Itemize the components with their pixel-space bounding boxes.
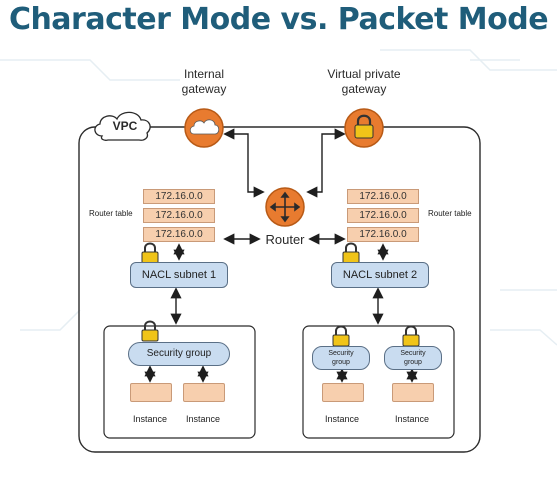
security-group-3-lock-icon <box>402 325 420 347</box>
left-route-row-1: 172.16.0.0 <box>143 189 215 204</box>
subnet-1-box <box>103 325 256 439</box>
security-group-3: Security group <box>384 346 442 370</box>
security-group-2: Security group <box>312 346 370 370</box>
connectors <box>144 128 418 383</box>
vpg-label: Virtual private gateway <box>312 67 416 97</box>
nacl-subnet-2: NACL subnet 2 <box>331 262 429 288</box>
right-route-row-1: 172.16.0.0 <box>347 189 419 204</box>
router-table-label-right: Router table <box>428 209 472 218</box>
subnet-2-box <box>302 325 455 439</box>
security-group-2-line-2: group <box>332 359 350 366</box>
instance-label-4: Instance <box>394 414 430 424</box>
vpg-label-line-1: Virtual private <box>327 67 401 81</box>
vpc-container <box>78 126 481 453</box>
right-route-row-3: 172.16.0.0 <box>347 227 419 242</box>
internal-gateway-icon <box>184 108 224 148</box>
security-group-2-lock-icon <box>332 325 350 347</box>
nacl-2-lock-icon <box>342 242 360 264</box>
background-circuit-lines <box>0 49 557 346</box>
instance-box-4 <box>392 383 434 402</box>
security-group-3-line-1: Security <box>400 350 426 357</box>
instance-label-2: Instance <box>185 414 221 424</box>
right-route-row-2: 172.16.0.0 <box>347 208 419 223</box>
security-group-3-line-2: group <box>404 359 422 366</box>
vpg-lock-icon <box>344 108 384 148</box>
security-group-1-lock-icon <box>141 320 159 342</box>
instance-label-3: Instance <box>324 414 360 424</box>
instance-box-1 <box>130 383 172 402</box>
router-icon <box>265 187 305 227</box>
instance-box-2 <box>183 383 225 402</box>
page-title: Character Mode vs. Packet Mode <box>8 2 549 37</box>
instance-label-1: Instance <box>132 414 168 424</box>
internal-gateway-label: Internal gateway <box>166 67 242 97</box>
nacl-1-lock-icon <box>141 242 159 264</box>
router-label: Router <box>265 232 305 247</box>
vpg-label-line-2: gateway <box>341 82 387 96</box>
router-table-label-left: Router table <box>89 209 133 218</box>
left-route-row-3: 172.16.0.0 <box>143 227 215 242</box>
instance-box-3 <box>322 383 364 402</box>
internal-gateway-label-line-2: gateway <box>181 82 227 96</box>
internal-gateway-label-line-1: Internal <box>183 67 225 81</box>
nacl-subnet-1: NACL subnet 1 <box>130 262 228 288</box>
vpc-label: VPC <box>112 119 138 133</box>
left-route-row-2: 172.16.0.0 <box>143 208 215 223</box>
security-group-1: Security group <box>128 342 230 366</box>
security-group-2-line-1: Security <box>328 350 354 357</box>
vpc-cloud-icon <box>94 111 151 141</box>
